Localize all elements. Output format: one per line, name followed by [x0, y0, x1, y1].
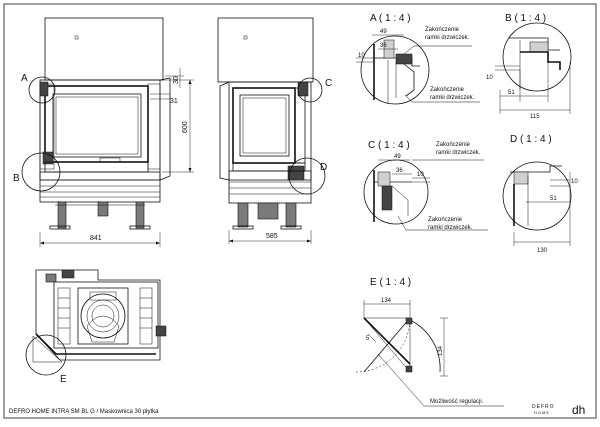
detail-e-dim-5: 5: [366, 336, 370, 342]
detail-d-dim-130: 130: [537, 248, 548, 254]
detail-c-note-bottom-2: ramki drzwiczek.: [428, 225, 473, 231]
dim-width-841: 841: [90, 235, 102, 242]
label-a: A: [21, 73, 28, 84]
front-view: A B 841 600 30 31: [13, 17, 194, 247]
detail-a-note-top-1: Zakończenie: [425, 27, 460, 33]
detail-c: C ( 1 : 4 ) 49 36 10 Zakończenie ramki d…: [363, 140, 488, 231]
detail-c-note-top-1: Zakończenie: [436, 142, 471, 148]
dim-31: 31: [170, 98, 178, 105]
detail-c-dim-49: 49: [394, 154, 401, 160]
detail-c-note-top-2: ramki drzwiczek.: [436, 150, 481, 156]
detail-circle-d: [288, 157, 326, 195]
detail-d: D ( 1 : 4 ) 10 51 130: [502, 134, 578, 254]
detail-a-dim-49: 49: [380, 29, 387, 35]
detail-a-note-bottom-2: ramki drzwiczek.: [430, 95, 475, 101]
detail-e-title: E ( 1 : 4 ): [370, 277, 411, 288]
label-d: D: [320, 162, 327, 173]
detail-a-note-top-2: ramki drzwiczek.: [425, 35, 470, 41]
detail-e: E ( 1 : 4 ) 134 134 5 Możliwość regulacj…: [355, 277, 504, 407]
detail-a-dim-36: 36: [380, 43, 387, 49]
detail-d-dim-10: 10: [571, 179, 578, 185]
detail-e-dim-134-h: 134: [381, 298, 392, 304]
detail-c-note-bottom-1: Zakończenie: [428, 217, 463, 223]
sheet-border: [3, 3, 597, 419]
detail-a-dim-10: 10: [358, 53, 365, 59]
detail-b-dim-51: 51: [508, 90, 515, 96]
detail-circle-a: [28, 76, 56, 104]
dim-width-585: 585: [266, 233, 278, 240]
detail-b-title: B ( 1 : 4 ): [505, 13, 546, 24]
detail-b-dim-10: 10: [486, 75, 493, 81]
detail-e-note: Możliwość regulacji.: [430, 399, 484, 405]
detail-d-dim-51: 51: [550, 196, 557, 202]
detail-d-title: D ( 1 : 4 ): [510, 134, 552, 145]
svg-text:DEFRO: DEFRO: [532, 404, 555, 410]
dim-height-600: 600: [182, 121, 189, 133]
label-e: E: [60, 374, 67, 385]
detail-b-dim-115: 115: [530, 114, 540, 120]
side-view: C D 585: [217, 17, 332, 244]
label-b: B: [13, 173, 20, 184]
detail-circle-b: [21, 152, 61, 192]
detail-a-note-bottom-1: Zakończenie: [430, 87, 465, 93]
top-view: E: [25, 269, 167, 385]
detail-c-dim-10: 10: [417, 172, 424, 178]
detail-circle-e: [25, 334, 67, 376]
detail-c-dim-36: 36: [396, 168, 403, 174]
detail-circle-c: [297, 77, 323, 103]
dim-30: 30: [173, 76, 180, 84]
footer-caption: DEFRO HOME INTRA SM BL G / Maskownica 30…: [9, 409, 159, 415]
detail-b: B ( 1 : 4 ) 10 51 115: [486, 13, 572, 120]
svg-text:dh: dh: [572, 403, 585, 417]
label-c: C: [325, 78, 332, 89]
detail-c-title: C ( 1 : 4 ): [368, 140, 410, 151]
svg-text:HOME: HOME: [534, 410, 550, 415]
detail-a-title: A ( 1 : 4 ): [370, 13, 411, 24]
detail-e-dim-134-v: 134: [438, 345, 444, 356]
detail-a: A ( 1 : 4 ) 49 36 10 Zakończenie ramki d…: [356, 13, 480, 105]
defro-home-logo: DEFRO HOME dh: [532, 403, 585, 417]
